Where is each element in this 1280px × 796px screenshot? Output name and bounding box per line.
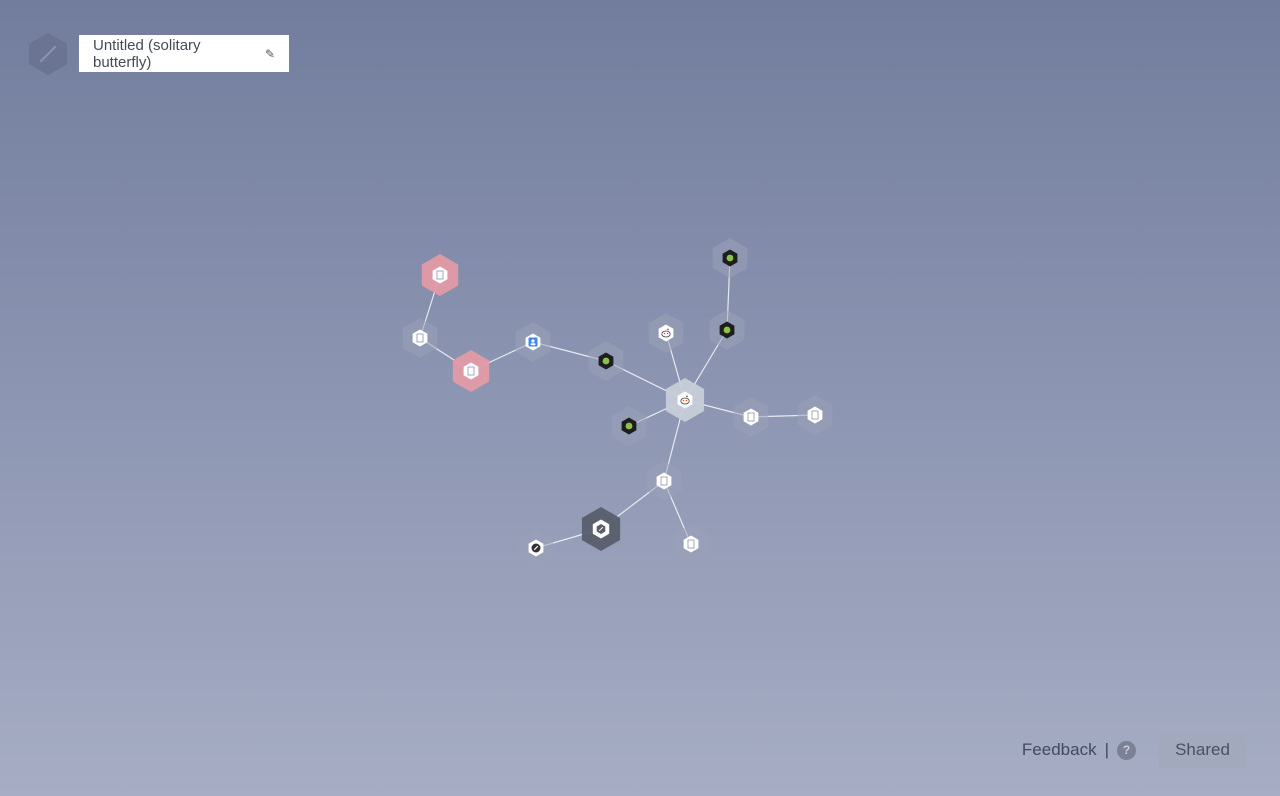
document-icon: [807, 406, 823, 424]
hexagon-icon: [592, 519, 610, 539]
document-icon: [463, 362, 479, 380]
chip-icon: [598, 352, 614, 370]
reddit-icon: [658, 324, 674, 342]
graph-node[interactable]: [402, 318, 438, 358]
graph-node[interactable]: [797, 395, 833, 435]
document-icon: [683, 535, 699, 553]
shared-button[interactable]: Shared: [1159, 732, 1246, 768]
app-logo[interactable]: [28, 32, 68, 76]
graph-nodes: [402, 238, 833, 568]
graph-node[interactable]: [518, 528, 554, 568]
graph-node[interactable]: [733, 397, 769, 437]
document-title-text: Untitled (solitary butterfly): [93, 36, 201, 71]
chip-icon: [621, 417, 637, 435]
graph-node[interactable]: [452, 350, 490, 392]
document-icon: [412, 329, 428, 347]
footer-bar: Feedback | ? Shared: [1022, 732, 1246, 768]
reddit-icon: [677, 391, 693, 409]
graph-node[interactable]: [665, 378, 705, 422]
graph-node[interactable]: [421, 254, 459, 296]
document-title[interactable]: Untitled (solitary butterfly) ✎: [79, 35, 289, 72]
footer-separator: |: [1104, 740, 1109, 759]
graph-node[interactable]: [673, 524, 709, 564]
graph-node[interactable]: [646, 461, 682, 501]
google-icon: [525, 333, 541, 351]
graph-node[interactable]: [709, 310, 745, 350]
graph-node[interactable]: [712, 238, 748, 278]
document-icon: [656, 472, 672, 490]
graph-node[interactable]: [515, 322, 551, 362]
help-icon[interactable]: ?: [1117, 740, 1136, 760]
chip-icon: [722, 249, 738, 267]
document-icon: [432, 266, 448, 284]
document-icon: [743, 408, 759, 426]
link-icon: [528, 539, 544, 557]
graph-node[interactable]: [611, 406, 647, 446]
graph-node[interactable]: [588, 341, 624, 381]
pencil-icon[interactable]: ✎: [264, 46, 275, 61]
feedback-link[interactable]: Feedback: [1021, 740, 1097, 759]
hexagon-pen-icon: [29, 33, 67, 75]
graph-node[interactable]: [648, 313, 684, 353]
graph-node[interactable]: [581, 507, 621, 551]
chip-icon: [719, 321, 735, 339]
